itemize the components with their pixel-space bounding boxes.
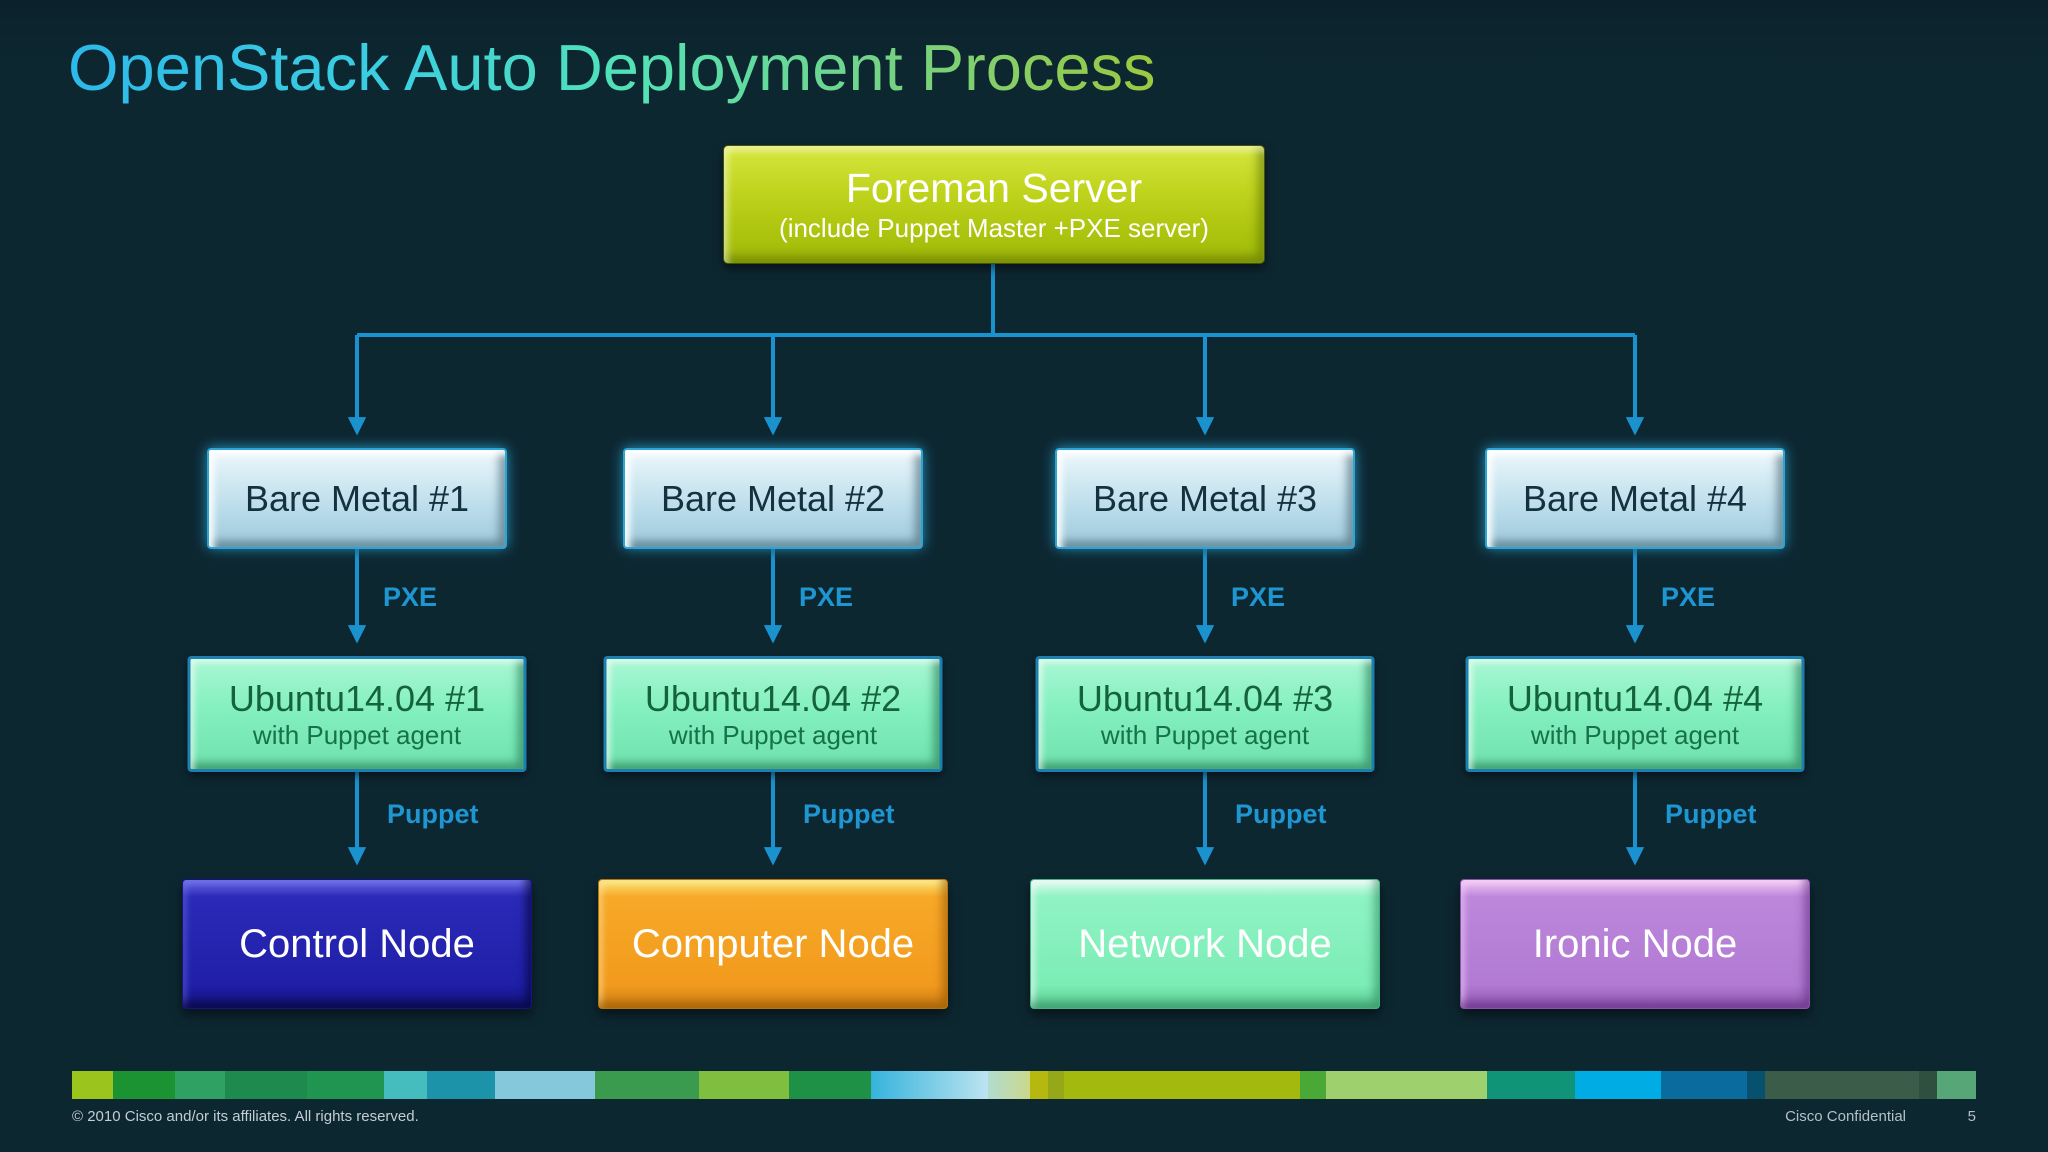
colorbar-segment: [1919, 1071, 1938, 1099]
colorbar-segment: [1325, 1071, 1488, 1099]
ubuntu-subtitle-1: with Puppet agent: [252, 719, 462, 750]
ubuntu-title-1: Ubuntu14.04 #1: [228, 678, 486, 720]
ubuntu-box-4: Ubuntu14.04 #4 with Puppet agent: [1465, 656, 1805, 772]
ubuntu-title-2: Ubuntu14.04 #2: [644, 678, 902, 720]
ubuntu-subtitle-2: with Puppet agent: [668, 719, 878, 750]
ironic-node-box: Ironic Node: [1460, 879, 1810, 1009]
colorbar-segment: [494, 1071, 596, 1099]
colorbar-segment: [988, 1071, 1030, 1099]
puppet-label-4: Puppet: [1665, 799, 1757, 829]
footer-page-number: 5: [1967, 1108, 1976, 1125]
colorbar-segment: [1047, 1071, 1064, 1099]
colorbar-segment: [699, 1071, 790, 1099]
foreman-server-subtitle: (include Puppet Master +PXE server): [779, 212, 1209, 243]
ubuntu-subtitle-3: with Puppet agent: [1100, 719, 1310, 750]
puppet-label-2: Puppet: [803, 799, 895, 829]
puppet-label-3: Puppet: [1235, 799, 1327, 829]
deploy-column-2: Bare Metal #2 PXE Ubuntu14.04 #2 with Pu…: [598, 0, 948, 1152]
colorbar-segment: [112, 1071, 175, 1099]
slide-title: OpenStack Auto Deployment Process: [68, 31, 1156, 104]
colorbar-segment: [789, 1071, 872, 1099]
colorbar-segment: [1029, 1071, 1048, 1099]
colorbar-segment: [871, 1071, 989, 1099]
control-node-box: Control Node: [182, 879, 532, 1009]
colorbar-segment: [1063, 1071, 1300, 1099]
colorbar-segment: [1765, 1071, 1920, 1099]
colorbar-segment: [383, 1071, 427, 1099]
colorbar-segment: [1661, 1071, 1748, 1099]
colorbar-segment: [174, 1071, 225, 1099]
footer-copyright: © 2010 Cisco and/or its affiliates. All …: [72, 1108, 419, 1125]
bare-metal-box-1: Bare Metal #1: [207, 448, 507, 549]
footer-colorbar: [72, 1071, 1976, 1099]
computer-node-box: Computer Node: [598, 879, 948, 1009]
puppet-label-1: Puppet: [387, 799, 479, 829]
ubuntu-title-4: Ubuntu14.04 #4: [1506, 678, 1764, 720]
deploy-column-3: Bare Metal #3 PXE Ubuntu14.04 #3 with Pu…: [1030, 0, 1380, 1152]
ubuntu-box-3: Ubuntu14.04 #3 with Puppet agent: [1035, 656, 1375, 772]
pxe-label-4: PXE: [1661, 582, 1716, 612]
footer-confidential: Cisco Confidential: [1785, 1108, 1906, 1125]
colorbar-segment: [1299, 1071, 1326, 1099]
bare-metal-box-4: Bare Metal #4: [1485, 448, 1785, 549]
network-node-box: Network Node: [1030, 879, 1380, 1009]
colorbar-segment: [595, 1071, 700, 1099]
bare-metal-box-3: Bare Metal #3: [1055, 448, 1355, 549]
foreman-server-title: Foreman Server: [845, 164, 1143, 211]
ubuntu-subtitle-4: with Puppet agent: [1530, 719, 1740, 750]
foreman-server-box: Foreman Server (include Puppet Master +P…: [723, 145, 1265, 264]
deploy-column-4: Bare Metal #4 PXE Ubuntu14.04 #4 with Pu…: [1460, 0, 1810, 1152]
colorbar-segment: [1747, 1071, 1766, 1099]
colorbar-segment: [1937, 1071, 1976, 1099]
deploy-column-1: Bare Metal #1 PXE Ubuntu14.04 #1 with Pu…: [182, 0, 532, 1152]
ubuntu-title-3: Ubuntu14.04 #3: [1076, 678, 1334, 720]
pxe-label-3: PXE: [1231, 582, 1286, 612]
colorbar-segment: [1575, 1071, 1662, 1099]
colorbar-segment: [1487, 1071, 1576, 1099]
colorbar-segment: [72, 1071, 113, 1099]
colorbar-segment: [306, 1071, 384, 1099]
ubuntu-box-2: Ubuntu14.04 #2 with Puppet agent: [603, 656, 943, 772]
colorbar-segment: [426, 1071, 495, 1099]
ubuntu-box-1: Ubuntu14.04 #1 with Puppet agent: [187, 656, 527, 772]
bare-metal-box-2: Bare Metal #2: [623, 448, 923, 549]
pxe-label-1: PXE: [383, 582, 438, 612]
pxe-label-2: PXE: [799, 582, 854, 612]
colorbar-segment: [224, 1071, 307, 1099]
